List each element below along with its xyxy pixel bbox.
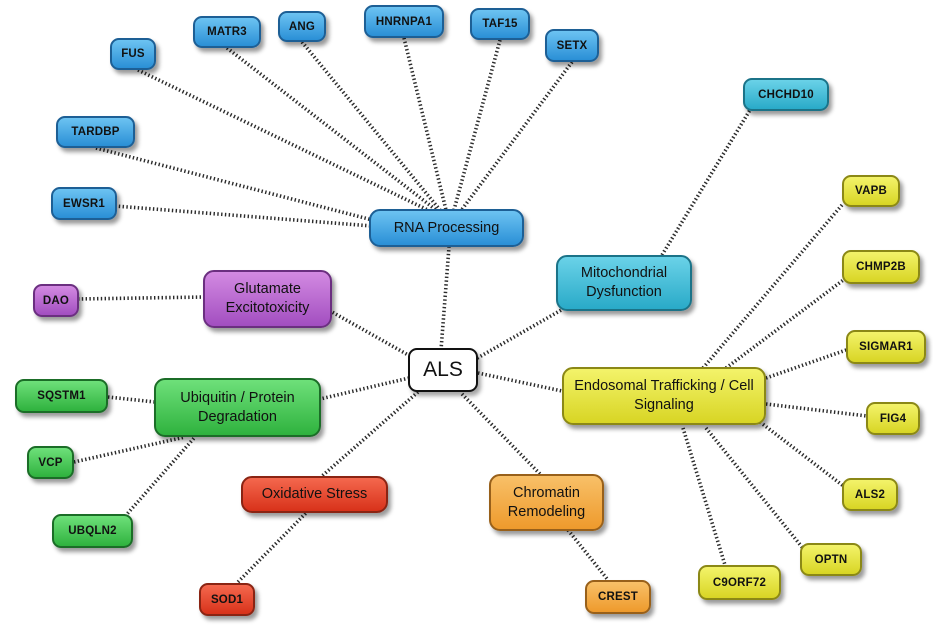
edge-endo-fig4: [765, 402, 868, 418]
edge-als-chr: [460, 392, 542, 476]
gene-node-fig4: FIG4: [866, 402, 920, 435]
edge-rna-fus: [137, 68, 433, 214]
gene-node-ubqln2: UBQLN2: [52, 514, 133, 548]
gene-node-crest: CREST: [585, 580, 651, 614]
category-mitochondrial-dysfunction: Mitochondrial Dysfunction: [556, 255, 692, 311]
category-ubiquitin-protein-degradation: Ubiquitin / Protein Degradation: [154, 378, 321, 437]
edge-rna-ang: [300, 40, 442, 212]
edge-als-glu: [331, 310, 411, 358]
gene-node-optn: OPTN: [800, 543, 862, 576]
edge-endo-sigmar1: [765, 346, 853, 380]
gene-node-sqstm1: SQSTM1: [15, 379, 108, 413]
gene-node-tardbp: TARDBP: [56, 116, 135, 148]
gene-node-taf15: TAF15: [470, 8, 530, 40]
edge-rna-ewsr1: [114, 204, 373, 228]
gene-node-fus: FUS: [110, 38, 156, 70]
gene-node-vapb: VAPB: [842, 175, 900, 207]
category-chromatin-remodeling: Chromatin Remodeling: [489, 474, 604, 531]
edge-rna-setx: [458, 60, 574, 214]
edge-glu-dao: [77, 295, 206, 301]
gene-node-ewsr1: EWSR1: [51, 187, 117, 220]
category-glutamate-excitotoxicity: Glutamate Excitotoxicity: [203, 270, 332, 328]
category-ubiquitin-protein-degradation-label: Ubiquitin / Protein Degradation: [180, 389, 295, 425]
edge-rna-hnrnpa1: [402, 37, 448, 211]
edge-als-endo: [477, 371, 563, 393]
category-chromatin-remodeling-label: Chromatin Remodeling: [507, 484, 586, 520]
gene-node-vcp: VCP: [27, 446, 74, 479]
als-root-node: ALS: [408, 348, 478, 392]
edge-ubq-vcp: [73, 435, 186, 464]
edge-ubq-sqstm1: [107, 395, 156, 404]
edge-rna-tardbp: [95, 146, 381, 224]
category-endosomal-trafficking-label: Endosomal Trafficking / Cell Signaling: [574, 378, 754, 413]
gene-node-c9orf72: C9ORF72: [698, 565, 781, 600]
edge-rna-taf15: [452, 39, 502, 211]
edge-endo-c9orf72: [681, 427, 727, 566]
edge-als-rna: [439, 246, 451, 351]
gene-node-ang: ANG: [278, 11, 326, 42]
gene-node-hnrnpa1: HNRNPA1: [364, 5, 444, 38]
gene-node-dao: DAO: [33, 284, 79, 317]
edge-chr-crest: [566, 528, 610, 582]
gene-node-setx: SETX: [545, 29, 599, 62]
edge-endo-als2: [758, 420, 848, 490]
gene-node-sigmar1: SIGMAR1: [846, 330, 926, 364]
edge-ox-sod1: [236, 511, 308, 584]
edge-ubq-ubqln2: [118, 435, 197, 524]
edge-als-ubq: [319, 376, 410, 401]
gene-node-matr3: MATR3: [193, 16, 261, 48]
edge-als-ox: [320, 390, 420, 478]
edge-mito-chchd10: [660, 109, 752, 256]
gene-node-sod1: SOD1: [199, 583, 255, 616]
category-glutamate-excitotoxicity-label: Glutamate Excitotoxicity: [225, 281, 310, 316]
edge-endo-vapb: [701, 203, 844, 370]
gene-node-als2: ALS2: [842, 478, 898, 511]
category-rna-processing: RNA Processing: [369, 209, 524, 247]
edge-endo-optn: [704, 426, 808, 554]
category-endosomal-trafficking: Endosomal Trafficking / Cell Signaling: [562, 367, 766, 425]
category-mitochondrial-dysfunction-label: Mitochondrial Dysfunction: [580, 265, 668, 300]
gene-node-chchd10: CHCHD10: [743, 78, 829, 111]
gene-node-chmp2b: CHMP2B: [842, 250, 920, 284]
category-oxidative-stress: Oxidative Stress: [241, 476, 388, 513]
